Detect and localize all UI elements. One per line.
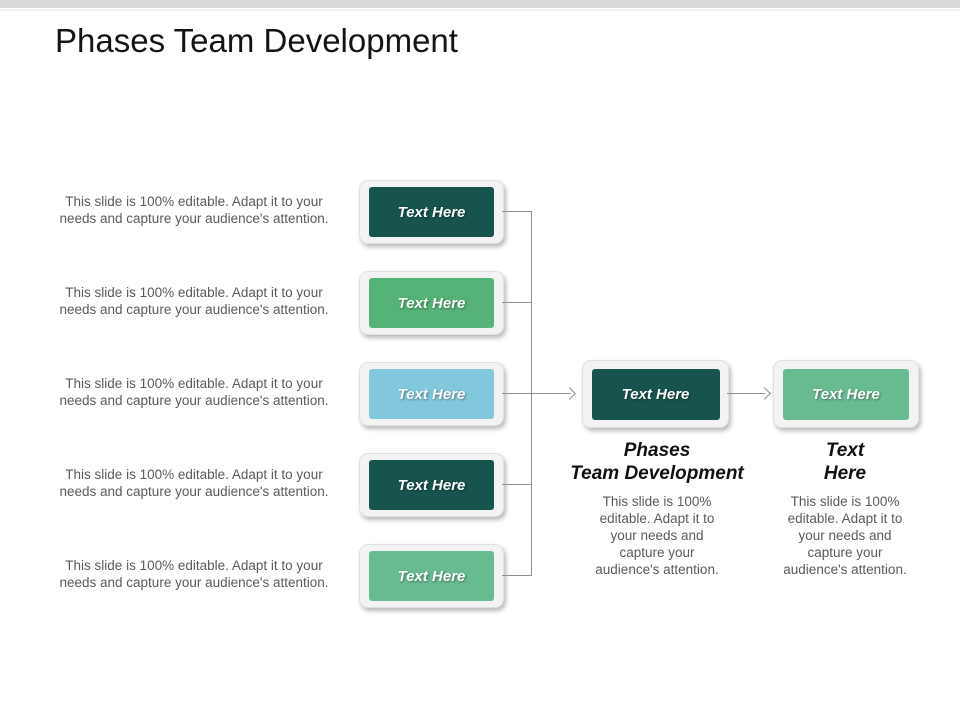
- arrow-line: [727, 393, 765, 394]
- text-here-label: Text Here: [621, 385, 690, 403]
- text-here-box-fill: Text Here: [369, 551, 494, 601]
- text-here-box-fill: Text Here: [369, 369, 494, 419]
- connector-stub: [502, 211, 531, 212]
- text-here-box[interactable]: Text Here: [359, 362, 504, 426]
- top-accent-bar-shadow: [0, 9, 960, 11]
- result-description[interactable]: This slide is 100% editable. Adapt it to…: [595, 494, 719, 577]
- text-here-label: Text Here: [397, 476, 466, 494]
- text-here-box[interactable]: Text Here: [359, 544, 504, 608]
- text-here-box[interactable]: Text Here: [359, 180, 504, 244]
- text-here-label: Text Here: [397, 567, 466, 585]
- connector-stub: [502, 575, 531, 576]
- text-here-box-fill: Text Here: [369, 187, 494, 237]
- arrow-right-icon: [758, 387, 771, 400]
- text-here-box[interactable]: Text Here: [359, 271, 504, 335]
- connector-stub: [502, 393, 531, 394]
- arrow-right-icon: [563, 387, 576, 400]
- text-here-label: Text Here: [397, 294, 466, 312]
- text-here-label: Text Here: [812, 385, 880, 403]
- outcome-heading[interactable]: Text Here: [823, 440, 867, 484]
- text-here-box-fill: Text Here: [369, 278, 494, 328]
- connector-stub: [502, 484, 531, 485]
- text-here-box-fill: Text Here: [369, 460, 494, 510]
- row-description[interactable]: This slide is 100% editable. Adapt it to…: [59, 285, 329, 317]
- row-description[interactable]: This slide is 100% editable. Adapt it to…: [59, 467, 329, 499]
- arrow-line: [531, 393, 571, 394]
- row-description[interactable]: This slide is 100% editable. Adapt it to…: [59, 194, 329, 226]
- result-box[interactable]: Text Here: [582, 360, 729, 428]
- row-description[interactable]: This slide is 100% editable. Adapt it to…: [59, 376, 329, 408]
- outcome-box-fill: Text Here: [783, 368, 909, 420]
- result-heading[interactable]: Phases Team Development: [570, 440, 744, 484]
- result-box-fill: Text Here: [591, 368, 720, 420]
- connector-stub: [502, 302, 531, 303]
- row-description[interactable]: This slide is 100% editable. Adapt it to…: [59, 558, 329, 590]
- outcome-box[interactable]: Text Here: [773, 360, 919, 428]
- top-accent-bar: [0, 0, 960, 8]
- outcome-description[interactable]: This slide is 100% editable. Adapt it to…: [783, 494, 907, 577]
- text-here-box[interactable]: Text Here: [359, 453, 504, 517]
- text-here-label: Text Here: [397, 203, 466, 221]
- slide-title: Phases Team Development: [55, 22, 458, 59]
- text-here-label: Text Here: [397, 385, 466, 403]
